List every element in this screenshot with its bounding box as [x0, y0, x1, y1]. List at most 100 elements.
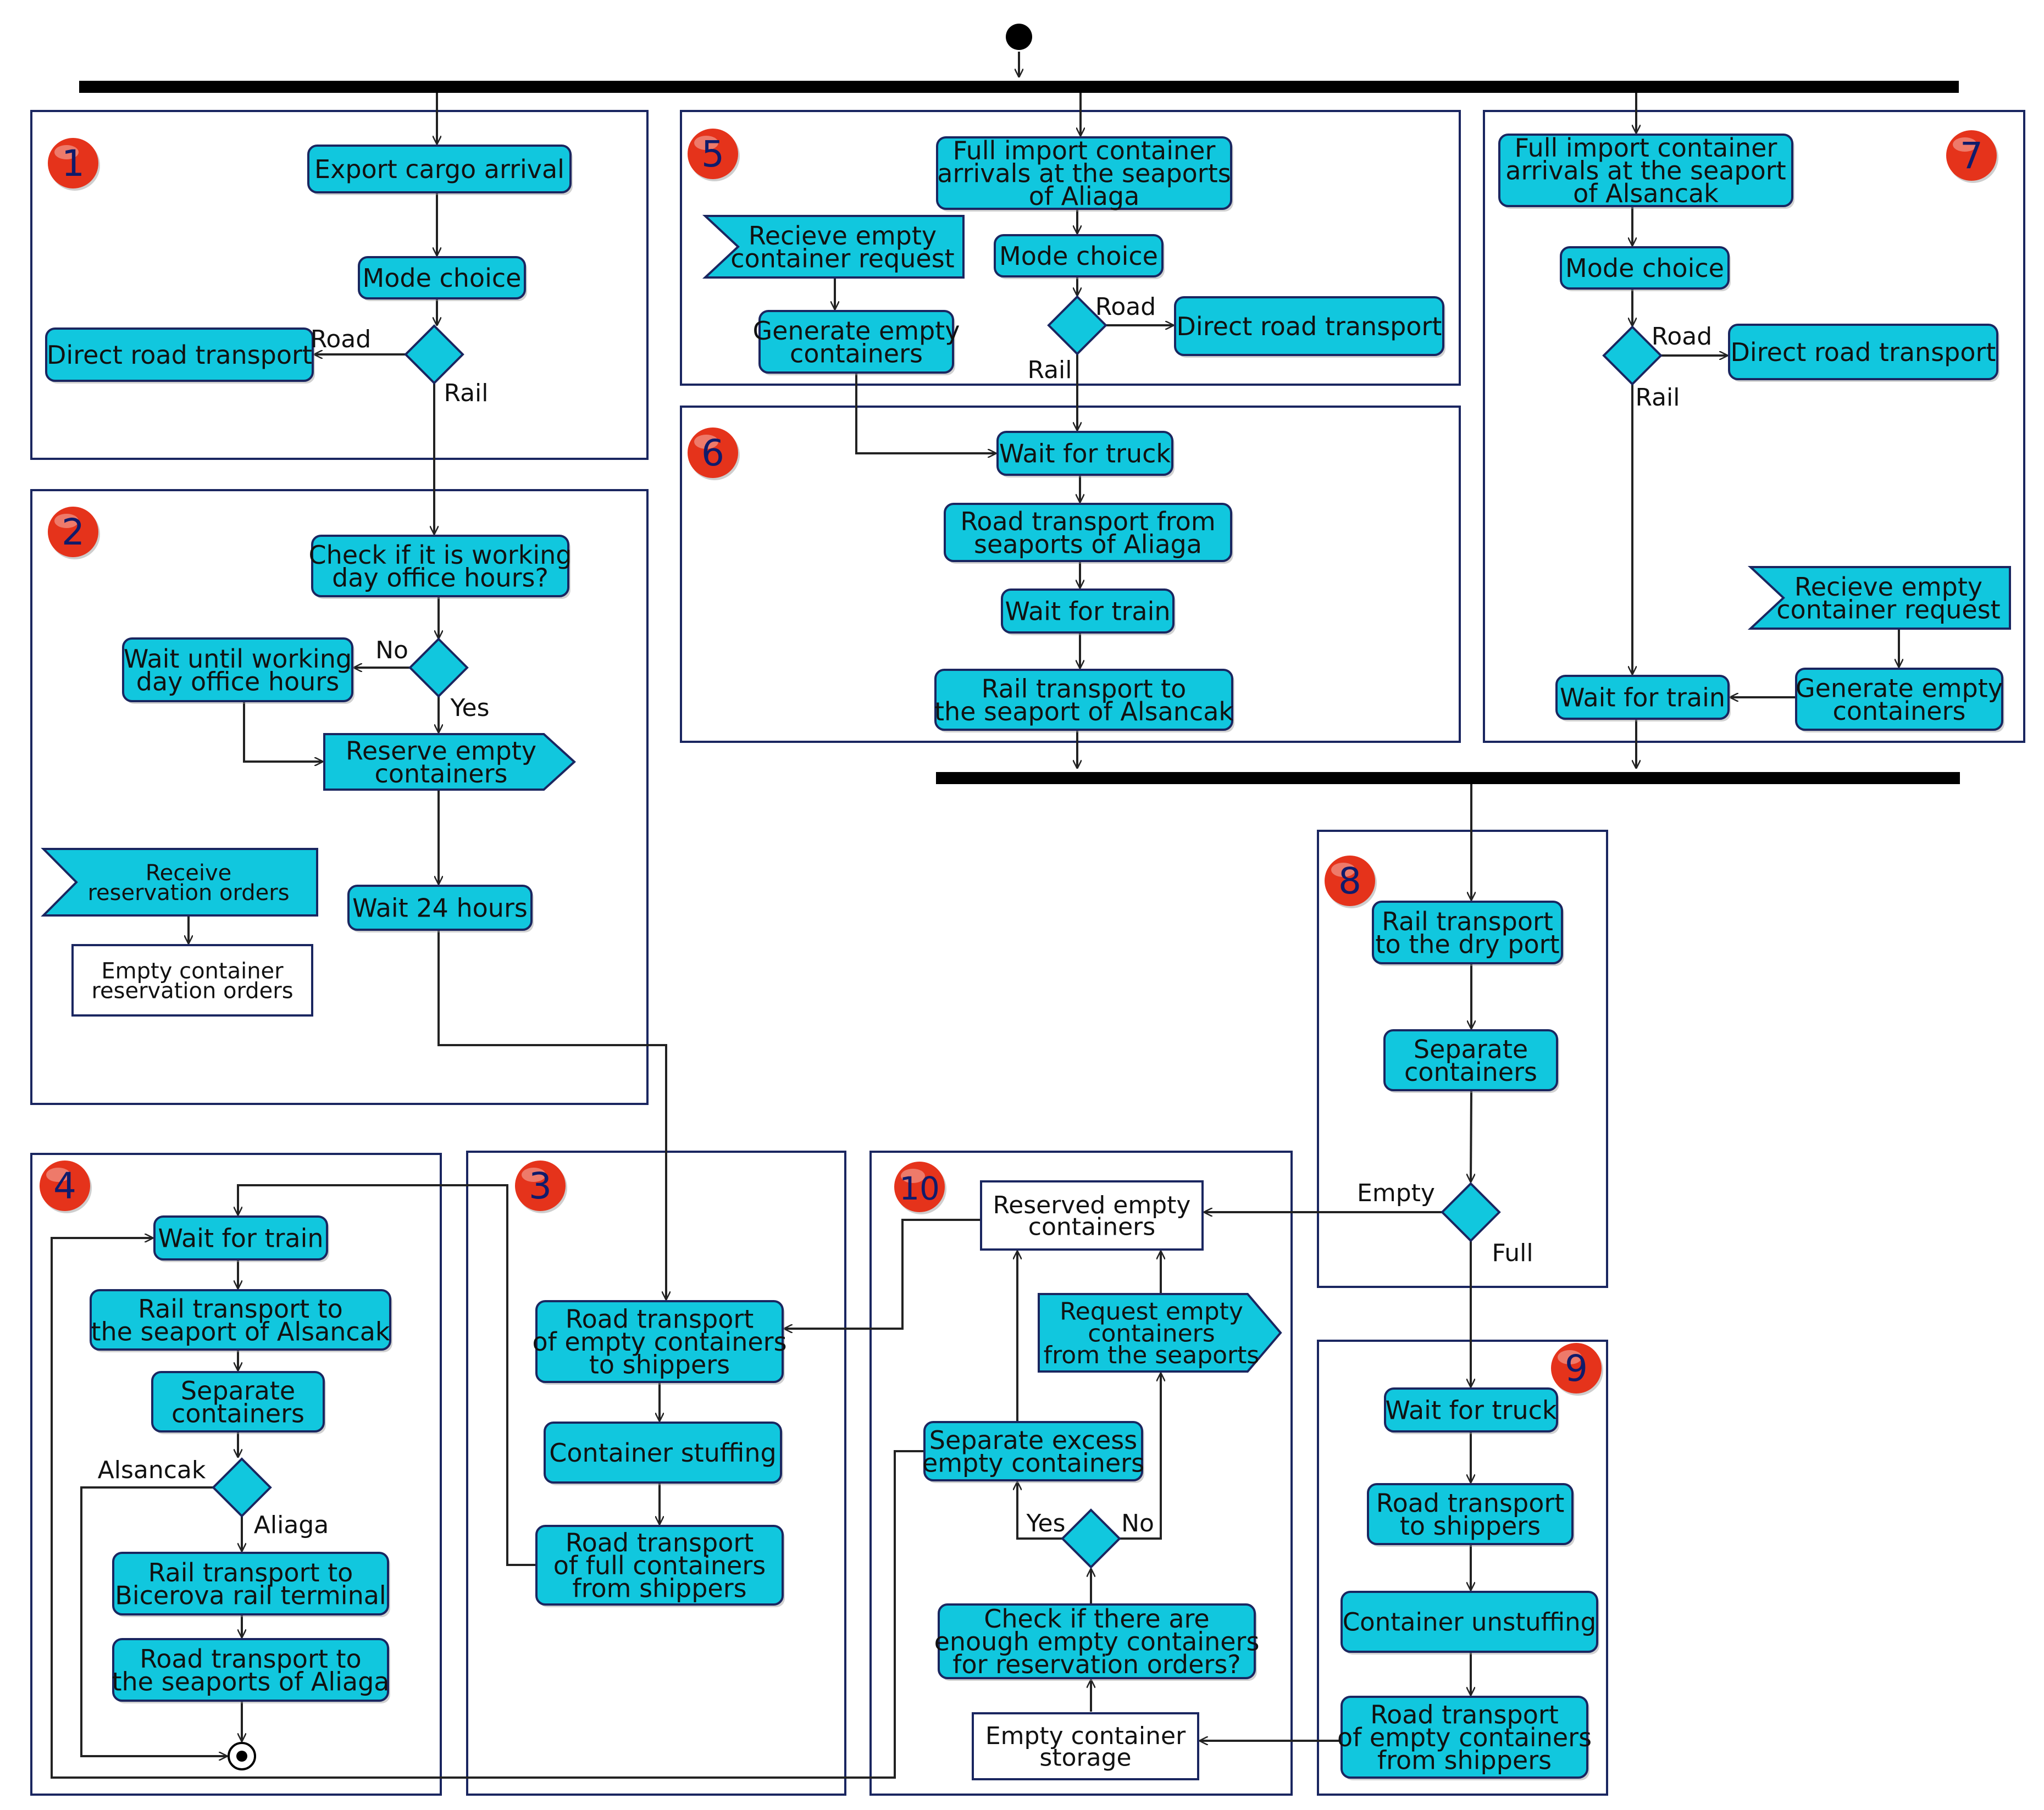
node-text-line: of Aliaga [1029, 181, 1140, 211]
node-text-line: arrivals at the seaports [937, 159, 1231, 188]
node-text-line: day office hours? [332, 563, 549, 592]
node-text-line: containers [1404, 1057, 1537, 1087]
node-text-line: of empty containers [1337, 1723, 1592, 1752]
partition-9 [1317, 1340, 1608, 1796]
node-text-line: Receive [146, 860, 232, 886]
node-n6-wait-train: Wait for train [1001, 588, 1176, 635]
node-text-line: Export cargo arrival [314, 154, 564, 184]
node-text-line: Direct road transport [1731, 337, 1996, 367]
node-text-line: Full import container [953, 136, 1216, 165]
node-text-line: Bicerova rail terminal [115, 1580, 386, 1610]
node-text-line: Check if it is working [309, 540, 572, 570]
node-text-line: containers [171, 1398, 304, 1428]
node-text-line: Mode choice [1565, 253, 1724, 283]
guard-label-l4-alsancak: Alsancak [98, 1456, 206, 1484]
node-n9-unstuffing: Container unstuffing [1340, 1591, 1599, 1654]
node-text-line: the seaports of Aliaga [112, 1667, 389, 1696]
decision-diamond-d8 [1441, 1182, 1501, 1242]
guard-label-l4-aliaga: Aliaga [254, 1511, 329, 1539]
partition-number: 7 [1960, 135, 1983, 177]
guard-label-l2-yes: Yes [450, 694, 489, 722]
partition-number: 2 [62, 511, 85, 553]
node-text-line: Rail transport [1382, 907, 1553, 936]
flow-edge [1120, 1373, 1161, 1540]
partition-badge-2: 2 [48, 507, 100, 559]
node-n7-wait-train: Wait for train [1555, 675, 1731, 721]
node-text-line: arrivals at the seaport [1505, 156, 1786, 186]
decision-diamond-d7 [1602, 325, 1663, 386]
node-text-line: Generate empty [1796, 673, 2003, 703]
node-text-line: Wait for truck [999, 439, 1171, 469]
guard-label-l10-yes: Yes [1026, 1509, 1065, 1537]
partition-badge-6: 6 [688, 427, 740, 480]
node-text-line: Mode choice [363, 263, 522, 293]
node-text-line: Separate [1414, 1034, 1528, 1064]
node-text-line: Recieve empty [1794, 572, 1982, 602]
node-text-line: Rail transport to [982, 674, 1187, 703]
node-text-line: reservation orders [91, 978, 293, 1003]
node-text-line: Road transport from [960, 507, 1215, 536]
partition-number: 9 [1565, 1347, 1588, 1390]
node-text-line: to shippers [589, 1350, 730, 1379]
node-text-line: containers [375, 759, 508, 789]
node-n4-wait-train: Wait for train [153, 1215, 329, 1262]
node-n7-direct-road: Direct road transport [1728, 324, 1999, 382]
node-text-line: the seaport of Alsancak [91, 1317, 390, 1346]
node-text-line: Road transport [1370, 1700, 1559, 1730]
guard-label-l8-full: Full [1492, 1239, 1533, 1267]
flow-edge [51, 1238, 924, 1779]
node-text-line: Rail transport to [138, 1294, 343, 1324]
node-text-line: Wait 24 hours [352, 893, 528, 923]
node-text-line: Container unstuffing [1343, 1608, 1596, 1637]
node-text-line: of Alsancak [1573, 179, 1719, 208]
node-text-line: Mode choice [999, 241, 1158, 271]
partition-3 [466, 1151, 846, 1796]
partition-2 [30, 489, 649, 1105]
node-text-line: Direct road transport [1177, 312, 1442, 341]
partition-5 [680, 110, 1461, 386]
node-text-line: Empty container [101, 958, 284, 984]
guard-label-l8-empty: Empty [1357, 1179, 1435, 1207]
node-text-line: containers [1028, 1213, 1155, 1241]
node-text-line: Wait for train [1560, 683, 1725, 713]
flow-edge [80, 1486, 227, 1756]
node-text-line: of full containers [553, 1551, 766, 1580]
node-n1-mode-choice: Mode choice [358, 256, 527, 301]
partition-badge-4: 4 [40, 1161, 92, 1213]
partition-badge-1: 1 [48, 138, 100, 191]
guard-label-l2-no: No [375, 636, 408, 664]
guard-label-l5-rail: Rail [1027, 356, 1072, 384]
guard-label-l7-road: Road [1652, 323, 1712, 351]
guard-label-l1-road: Road [311, 325, 371, 353]
guard-label-l7-rail: Rail [1635, 384, 1680, 412]
node-n9-wait-truck: Wait for truck [1384, 1387, 1559, 1434]
node-n3-stuffing: Container stuffing [544, 1422, 783, 1485]
node-text-line: Road transport [566, 1528, 754, 1558]
partition-number: 4 [53, 1165, 76, 1207]
fork-bar [79, 81, 1959, 93]
node-text-line: for reservation orders? [952, 1650, 1240, 1679]
node-text-line: Wait for train [1005, 597, 1170, 626]
node-text-line: Separate [181, 1376, 295, 1406]
flow-edge [243, 701, 323, 762]
node-text-line: storage [1039, 1744, 1131, 1772]
decision-diamond-d10 [1061, 1508, 1121, 1569]
node-text-line: reservation orders [87, 880, 289, 906]
partition-badge-3: 3 [515, 1161, 567, 1213]
